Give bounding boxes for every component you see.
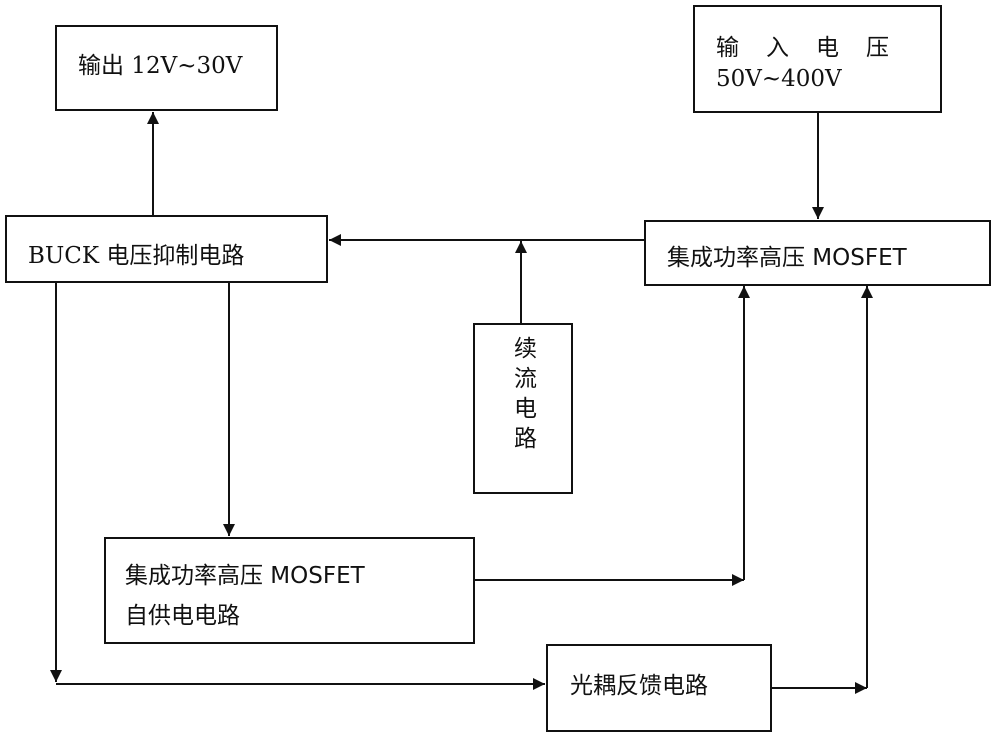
freewheel-char: 流 (514, 366, 537, 392)
self-supply-block (104, 537, 475, 644)
input-voltage-block (693, 5, 942, 113)
freewheel-char: 电 (514, 396, 537, 422)
self-supply-subtitle: 自供电电路 (125, 603, 240, 629)
freewheel-char: 续 (514, 336, 537, 362)
optocoupler-feedback-block (546, 644, 772, 732)
freewheel-char: 路 (514, 426, 537, 452)
output-voltage-label: 输出 12V~30V (78, 53, 243, 79)
buck-suppression-block (5, 215, 328, 283)
buck-suppression-label: BUCK 电压抑制电路 (28, 243, 245, 269)
mosfet-label: 集成功率高压 MOSFET (667, 245, 907, 271)
freewheel-block (473, 323, 573, 494)
input-voltage-range: 50V~400V (716, 66, 842, 92)
optocoupler-feedback-label: 光耦反馈电路 (570, 673, 708, 699)
self-supply-title: 集成功率高压 MOSFET (125, 563, 365, 589)
mosfet-block (644, 220, 991, 286)
freewheel-label: 续 流 电 路 (514, 334, 537, 454)
input-voltage-title: 输 入 电 压 (716, 35, 891, 61)
output-voltage-block (55, 25, 278, 111)
